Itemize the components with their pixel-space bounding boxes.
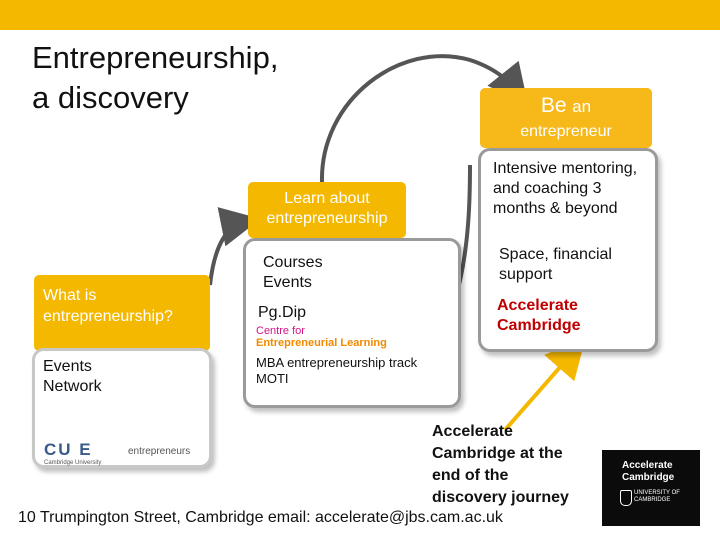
courses-text: Courses	[263, 254, 323, 271]
what-is-box: Events Network	[32, 348, 212, 468]
space-line2: support	[499, 266, 553, 283]
centre-logo: Centre for Entrepreneurial Learning	[256, 325, 406, 349]
be-an-entrepreneur-box: Intensive mentoring, and coaching 3 mont…	[478, 148, 658, 352]
network-item: Network	[43, 378, 102, 395]
callout-line2: Cambridge at the	[432, 445, 563, 462]
centre-line1: Centre for	[256, 325, 305, 337]
partner-logos: CU E Cambridge University entrepreneurs	[40, 432, 220, 472]
mentoring-line1: Intensive mentoring,	[493, 160, 638, 177]
an-word: an	[572, 97, 592, 116]
callout: Accelerate Cambridge at the end of the d…	[432, 421, 569, 509]
mentoring-line3: months & beyond	[493, 200, 618, 217]
callout-line3: end of the	[432, 467, 509, 484]
events-item: Events	[43, 358, 92, 375]
page-title: Entrepreneurship, a discovery	[32, 38, 278, 118]
accelerate-line1: Accelerate	[497, 297, 578, 314]
orange-arrow	[503, 337, 586, 432]
accelerate-line2: Cambridge	[497, 317, 581, 334]
footer-contact: 10 Trumpington Street, Cambridge email: …	[18, 509, 503, 526]
space-line1: Space, financial	[499, 246, 612, 263]
page-title-line1: Entrepreneurship,	[32, 40, 279, 75]
accelerate-cambridge-logo: Accelerate Cambridge UNIVERSITY OF CAMBR…	[602, 450, 700, 526]
learn-line2: entrepreneurship	[266, 210, 388, 227]
mba-line1: MBA entrepreneurship track	[256, 355, 418, 370]
page-title-line2: a discovery	[32, 80, 189, 115]
what-line2: entrepreneurship?	[43, 308, 173, 325]
learn-about-badge: Learn about entrepreneurship	[248, 182, 406, 238]
be-an-entrepreneur-badge: Be an entrepreneur	[480, 88, 652, 148]
callout-line1: Accelerate	[432, 423, 513, 440]
learn-box: Courses Events Pg.Dip Centre for Entrepr…	[243, 238, 461, 408]
be-word: Be	[540, 94, 567, 117]
crest-icon	[620, 490, 632, 506]
callout-line4: discovery journey	[432, 489, 569, 506]
arc-arrow-what-to-learn	[208, 207, 261, 286]
cusec-logo: CU E Cambridge University	[44, 440, 102, 466]
centre-line2: Entrepreneurial Learning	[256, 337, 387, 349]
learn-line1: Learn about	[284, 190, 370, 207]
pgdip-text: Pg.Dip	[258, 304, 307, 321]
mentoring-line2: and coaching 3	[493, 180, 602, 197]
what-line1: What is	[43, 287, 97, 304]
arc-arrow-learn-to-be	[319, 54, 528, 183]
entrepreneur-word: entrepreneur	[520, 123, 612, 140]
events-text: Events	[263, 274, 312, 291]
mba-line2: MOTI	[256, 371, 289, 386]
entrepreneurs-logo: entrepreneurs	[128, 446, 191, 457]
what-is-badge: What is entrepreneurship?	[34, 275, 210, 351]
top-accent-bar	[0, 0, 720, 30]
